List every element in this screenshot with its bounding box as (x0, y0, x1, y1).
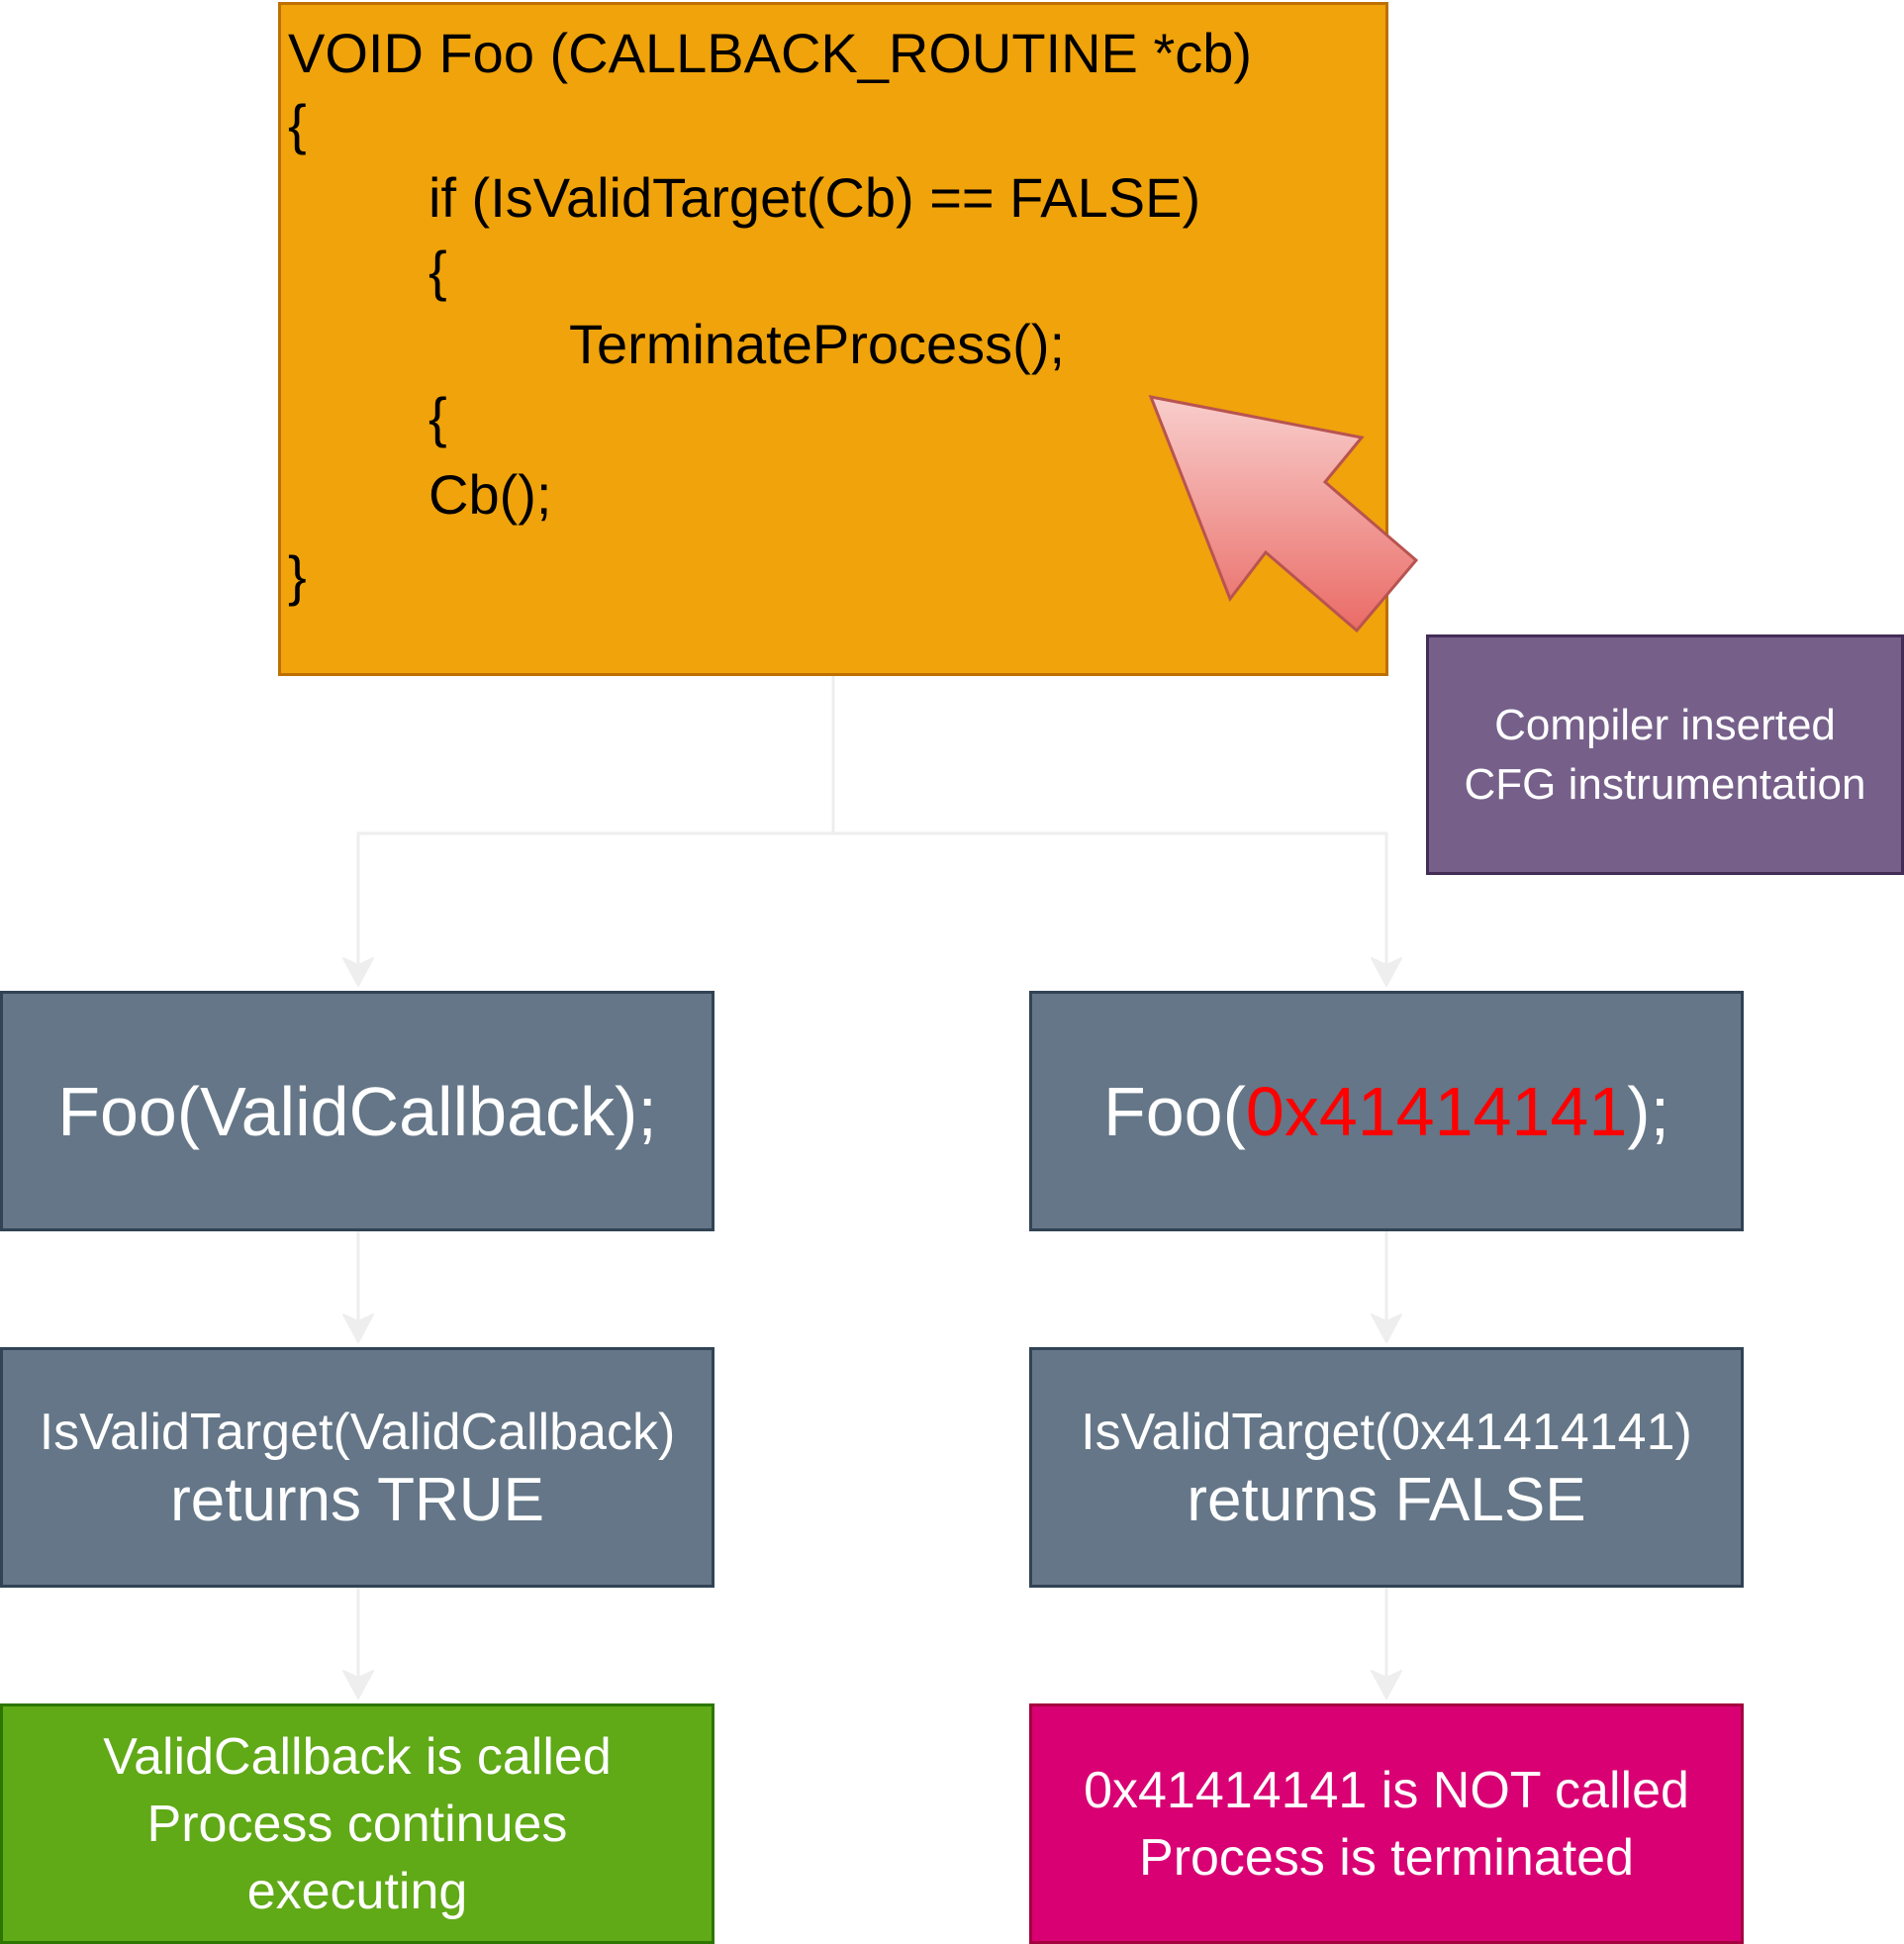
code-line-if: if (IsValidTarget(Cb) == FALSE) (428, 166, 1201, 229)
code-block: VOID Foo (CALLBACK_ROUTINE *cb) { if (Is… (278, 2, 1388, 676)
left-check-line-2: returns TRUE (170, 1465, 544, 1534)
right-result-line-1: 0x41414141 is NOT called (1084, 1761, 1689, 1819)
code-line-close-brace: } (288, 544, 307, 607)
arrowhead-right-result (1371, 1670, 1402, 1700)
right-check-line-2: returns FALSE (1187, 1465, 1586, 1534)
left-check-line-1: IsValidTarget(ValidCallback) (39, 1403, 676, 1461)
right-result-box: 0x41414141 is NOT called Process is term… (1029, 1703, 1744, 1944)
left-call-text: Foo(ValidCallback); (57, 1072, 657, 1150)
left-check-box: IsValidTarget(ValidCallback) returns TRU… (0, 1347, 714, 1588)
arrowhead-left-call (342, 957, 374, 987)
left-result-line-1: ValidCallback is called (103, 1727, 612, 1786)
right-check-line-1: IsValidTarget(0x41414141) (1081, 1403, 1692, 1461)
code-line-signature: VOID Foo (CALLBACK_ROUTINE *cb) (288, 22, 1253, 84)
right-check-box: IsValidTarget(0x41414141) returns FALSE (1029, 1347, 1744, 1588)
right-call-suffix: ); (1627, 1072, 1670, 1150)
right-call-address: 0x41414141 (1245, 1072, 1628, 1150)
arrowhead-left-check (342, 1313, 374, 1343)
code-line-open-brace: { (288, 93, 307, 155)
connector-code-to-right (831, 676, 1388, 965)
right-result-line-2: Process is terminated (1139, 1828, 1634, 1887)
arrowhead-right-check (1371, 1313, 1402, 1343)
annotation-line-2: CFG instrumentation (1464, 759, 1866, 809)
right-call-box: Foo(0x41414141); (1029, 991, 1744, 1231)
arrowhead-right-call (1371, 957, 1402, 987)
code-line-call: Cb(); (428, 463, 552, 526)
connector-code-to-left (356, 676, 835, 965)
left-result-line-3: executing (246, 1862, 468, 1920)
annotation-line-1: Compiler inserted (1494, 700, 1836, 749)
code-line-terminate: TerminateProcess(); (569, 313, 1066, 375)
code-line-if-close-brace: { (428, 386, 447, 448)
left-result-line-2: Process continues (146, 1795, 568, 1853)
left-result-box: ValidCallback is called Process continue… (0, 1703, 714, 1944)
cfg-annotation-note: Compiler inserted CFG instrumentation (1426, 634, 1904, 875)
right-call-prefix: Foo( (1102, 1072, 1246, 1150)
left-call-box: Foo(ValidCallback); (0, 991, 714, 1231)
arrowhead-left-result (342, 1670, 374, 1700)
code-line-if-open-brace: { (428, 240, 447, 302)
